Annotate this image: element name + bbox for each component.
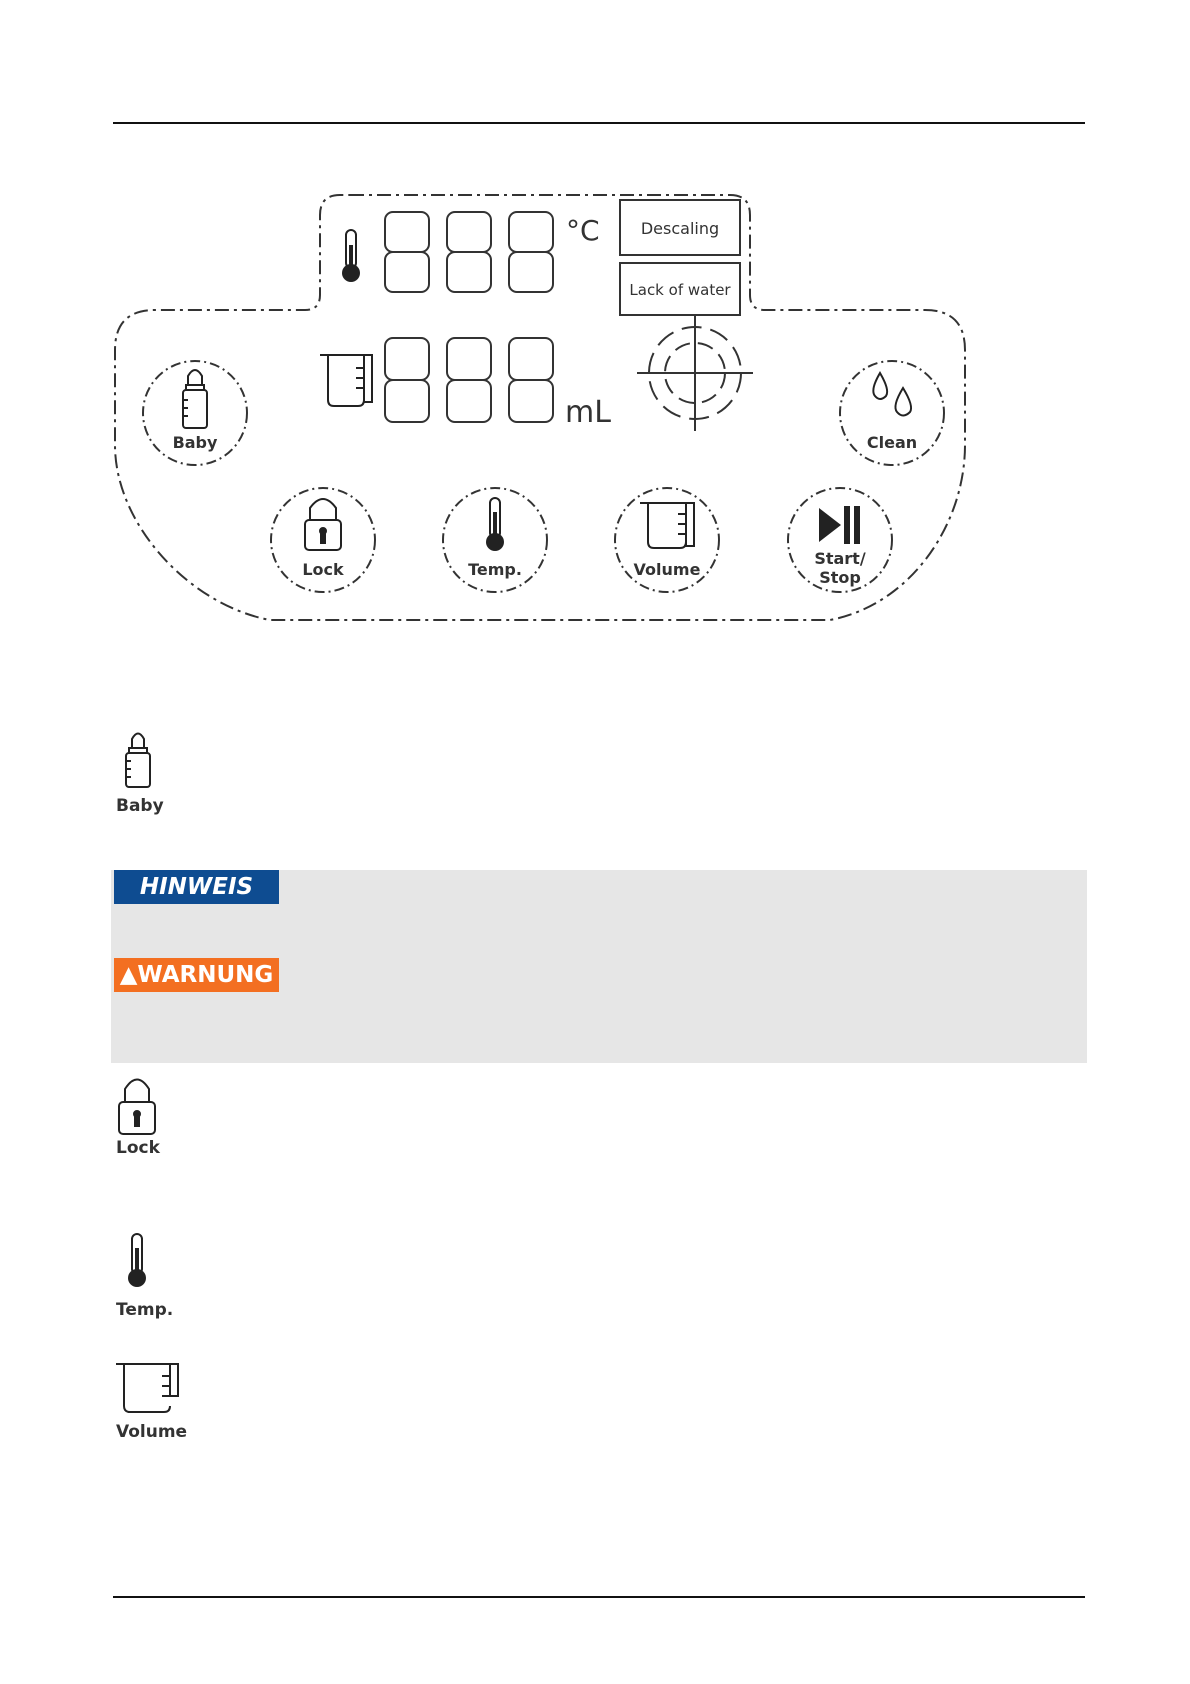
legend-volume: Volume: [112, 1360, 192, 1460]
measuring-cup-icon: [640, 502, 695, 549]
start-stop-label-line1: Start/: [814, 549, 866, 568]
legend-volume-label: Volume: [116, 1422, 188, 1442]
clean-button[interactable]: Clean: [839, 360, 945, 466]
start-stop-button[interactable]: Start/ Stop: [787, 487, 893, 593]
temperature-unit: °C: [566, 214, 600, 247]
baby-button-label: Baby: [173, 433, 218, 452]
panel-outline: [114, 194, 966, 621]
clean-button-label: Clean: [867, 433, 917, 452]
legend-lock: Lock: [112, 1072, 192, 1172]
digit-3: [508, 211, 554, 293]
hinweis-badge: HINWEIS: [114, 870, 279, 904]
lock-button[interactable]: Lock: [270, 487, 376, 593]
control-panel-diagram: °C Descaling Lack of water mL Baby: [114, 194, 966, 621]
lock-icon: [118, 1078, 156, 1135]
temp-button[interactable]: Temp.: [442, 487, 548, 593]
temp-button-label: Temp.: [468, 560, 522, 579]
header-rule: [113, 122, 1085, 124]
measuring-cup-icon: [116, 1363, 179, 1413]
thermometer-icon: [342, 229, 360, 282]
play-pause-icon: [819, 506, 860, 544]
temperature-digits: [384, 211, 554, 293]
descaling-indicator: Descaling: [619, 199, 741, 256]
measuring-cup-icon: [320, 354, 373, 407]
svg-text:Descaling: Descaling: [641, 219, 719, 238]
digit-2: [446, 211, 492, 293]
volume-digits: [384, 337, 554, 423]
water-drops-icon: [872, 371, 913, 417]
digit-6: [508, 337, 554, 423]
lack-of-water-indicator: Lack of water: [619, 262, 741, 316]
notice-box: HINWEIS ▲WARNUNG: [111, 870, 1087, 1063]
legend-lock-label: Lock: [116, 1138, 160, 1158]
baby-bottle-icon: [125, 732, 151, 788]
digit-4: [384, 337, 430, 423]
lock-button-label: Lock: [302, 560, 344, 579]
legend-baby-label: Baby: [116, 796, 164, 816]
digit-5: [446, 337, 492, 423]
thermometer-icon: [128, 1233, 146, 1287]
legend-temp: Temp.: [112, 1230, 192, 1330]
digit-1: [384, 211, 430, 293]
footer-rule: [113, 1596, 1085, 1598]
legend-baby: Baby: [112, 728, 192, 828]
lock-icon: [304, 498, 342, 551]
thermometer-icon: [486, 497, 504, 551]
legend-temp-label: Temp.: [116, 1300, 174, 1320]
volume-button-label: Volume: [634, 560, 701, 579]
warning-triangle-icon: ▲: [119, 962, 138, 988]
svg-text:Lack of water: Lack of water: [629, 281, 731, 299]
volume-button[interactable]: Volume: [614, 487, 720, 593]
baby-button[interactable]: Baby: [142, 360, 248, 466]
start-stop-label-line2: Stop: [819, 568, 861, 587]
baby-bottle-icon: [182, 369, 208, 429]
warnung-badge: ▲WARNUNG: [114, 958, 279, 992]
volume-unit: mL: [565, 395, 611, 430]
progress-ring-icon: [637, 315, 753, 431]
